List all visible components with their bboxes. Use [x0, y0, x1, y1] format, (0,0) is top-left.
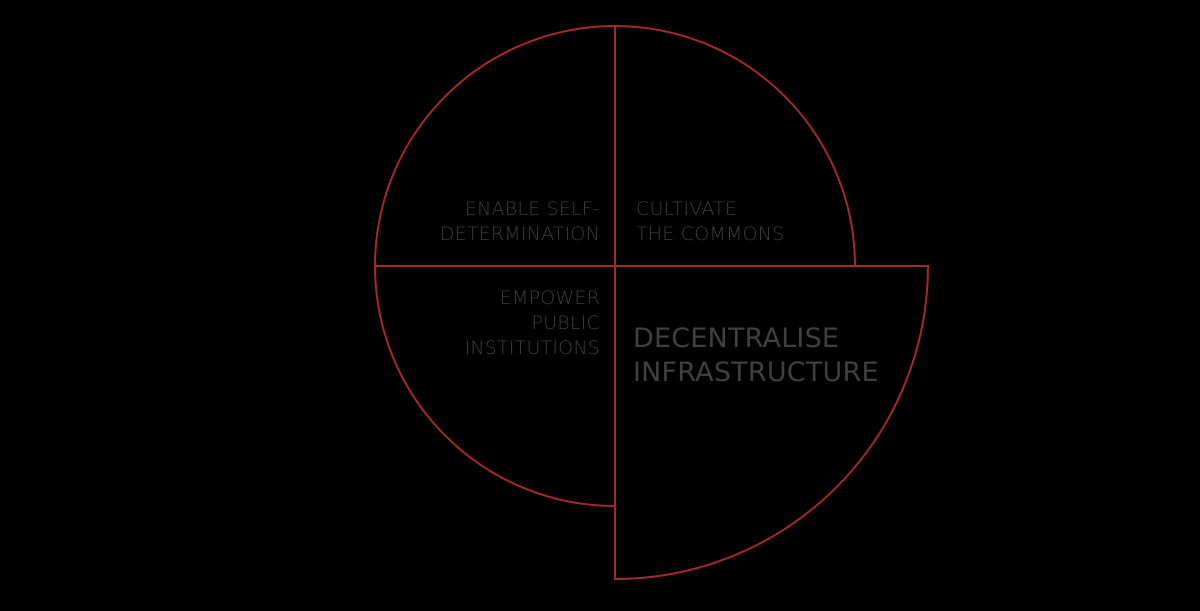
quadrant-bottom-left-shape [373, 265, 616, 508]
quadrant-top-right-shape [614, 24, 857, 267]
quadrant-label-empower-public-institutions: EMPOWER PUBLIC INSTITUTIONS [464, 287, 600, 359]
quadrant-top-left-shape [373, 24, 616, 267]
quadrant-label-enable-self-determination: ENABLE SELF- DETERMINATION [439, 198, 600, 245]
quadrant-bottom-right-shape [614, 265, 930, 581]
quadrant-label-decentralise-infrastructure: DECENTRALISE INFRASTRUCTURE [633, 323, 879, 388]
quadrant-label-cultivate-the-commons: CULTIVATE THE COMMONS [636, 198, 785, 245]
